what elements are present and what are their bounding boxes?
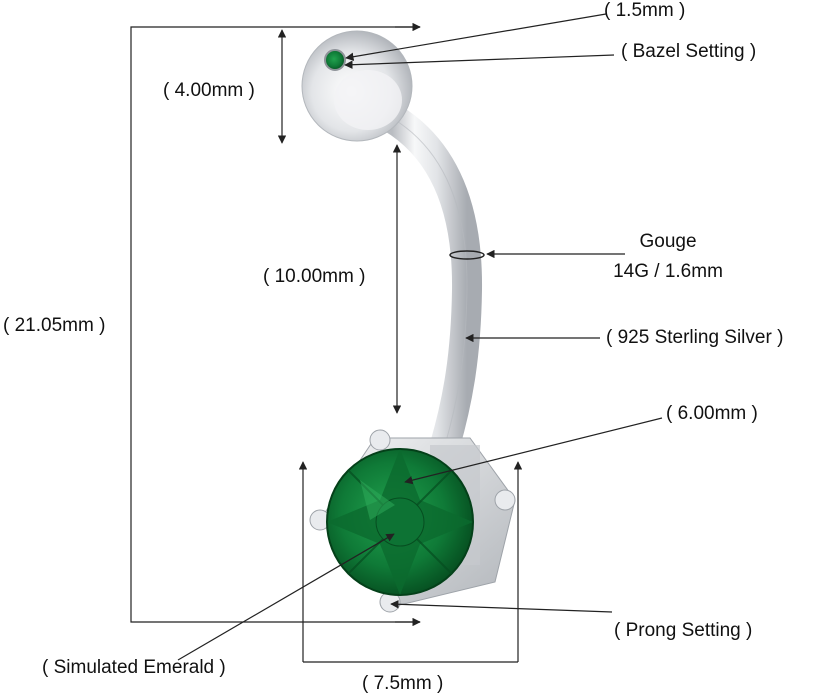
bezel-setting-label: ( Bazel Setting ) — [621, 41, 757, 62]
bar-outline — [391, 117, 468, 446]
ball-diameter-label: ( 4.00mm ) — [163, 80, 255, 101]
emerald-stone — [326, 448, 474, 596]
prong-setting-label: ( Prong Setting ) — [614, 620, 753, 641]
total-length-bracket — [130, 26, 420, 623]
ball-gem-size-label: ( 1.5mm ) — [604, 0, 686, 21]
main-gem-size-label: ( 6.00mm ) — [666, 403, 758, 424]
leader-ball-gem — [345, 13, 607, 61]
gauge-title-label: Gouge — [639, 231, 697, 252]
gauge-value-label: 14G / 1.6mm — [613, 261, 723, 282]
leader-prong — [390, 600, 613, 613]
top-ball — [301, 30, 413, 142]
gauge-ring — [449, 250, 485, 260]
leader-gem-size — [404, 417, 663, 485]
setting-width-label: ( 7.5mm ) — [362, 673, 444, 694]
bezel-gem — [324, 49, 346, 71]
total-length-label: ( 21.05mm ) — [3, 315, 106, 336]
material-label: ( 925 Sterling Silver ) — [606, 327, 784, 348]
curved-bar — [377, 103, 483, 460]
leader-stone — [177, 533, 395, 661]
stone-name-label: ( Simulated Emerald ) — [42, 657, 226, 678]
leader-bezel — [344, 54, 615, 69]
bar-length-label: ( 10.00mm ) — [263, 266, 366, 287]
